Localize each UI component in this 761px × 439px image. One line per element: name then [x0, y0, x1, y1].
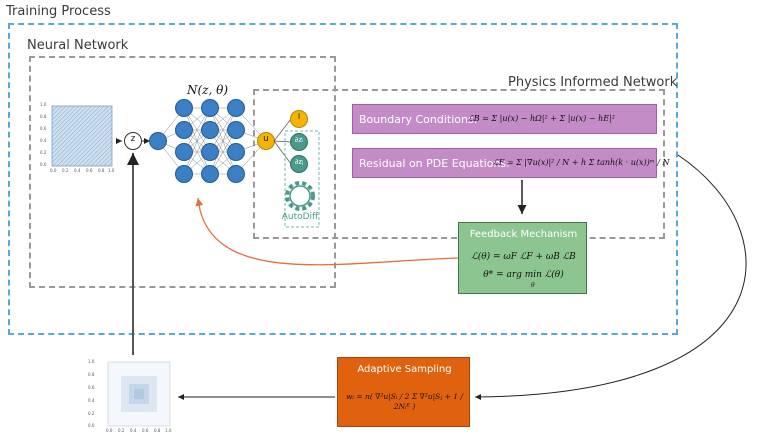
- partial-zi-node: [290, 133, 308, 151]
- tick-label: 0.6: [142, 428, 149, 433]
- network-connections: [157, 107, 267, 175]
- hidden-node: [201, 121, 219, 139]
- sampling-density-plot-svg: [107, 361, 171, 427]
- partial-zj-node: [290, 155, 308, 173]
- tick-label: 0.2: [62, 168, 69, 173]
- feedback-loss-equation: ℒ(θ) = ωF ℒF + ωB ℒB: [471, 252, 576, 262]
- tick-label: 0.6: [86, 168, 93, 173]
- pde-residual-box: Residual on PDE Equations: ℒF = Σ |∇u(x)…: [352, 148, 669, 178]
- tick-label: 0.8: [154, 428, 161, 433]
- input-layer-node: [149, 132, 167, 150]
- feedback-mechanism-box: Feedback Mechanism ℒ(θ) = ωF ℒF + ωB ℒB …: [458, 222, 587, 294]
- gear-icon: [285, 181, 315, 211]
- boundary-conditions-label: Boundary Conditions:: [359, 113, 478, 126]
- tick-label: 0.2: [88, 411, 95, 416]
- pde-residual-equation: ℒF = Σ |∇u(x)|² / N + h Σ tanh(k · u(x))…: [493, 158, 670, 167]
- autodiff-label: AutoDiff: [281, 212, 319, 222]
- tick-label: 0.8: [98, 168, 105, 173]
- boundary-conditions-equation: ℒB = Σ |u(x) − hΩ|² + Σ |u(x) − hE|²: [468, 114, 615, 123]
- tick-label: 0.8: [40, 114, 47, 119]
- u-node-label: u: [263, 134, 269, 144]
- identity-node: [290, 110, 308, 128]
- tick-label: 0.0: [106, 428, 113, 433]
- tick-label: 1.0: [108, 168, 115, 173]
- hidden-node: [227, 165, 245, 183]
- hidden-node: [201, 143, 219, 161]
- sampling-density-plot: 1.0 0.8 0.6 0.4 0.2 0.0 0.0 0.2 0.4 0.6 …: [88, 356, 176, 438]
- tick-label: 0.4: [88, 398, 95, 403]
- feedback-argmin-subscript: θ: [531, 282, 535, 289]
- feedback-argmin-equation: θ* = arg min ℒ(θ): [483, 270, 564, 280]
- hidden-node: [175, 165, 193, 183]
- tick-label: 0.2: [40, 150, 47, 155]
- adaptive-sampling-title: Adaptive Sampling: [357, 364, 452, 375]
- tick-label: 0.6: [88, 385, 95, 390]
- tick-label: 1.0: [165, 428, 172, 433]
- tick-label: 1.0: [40, 102, 47, 107]
- autodiff-box: [284, 130, 320, 228]
- hidden-node: [175, 143, 193, 161]
- boundary-conditions-box: Boundary Conditions: ℒB = Σ |u(x) − hΩ|²…: [352, 104, 657, 134]
- adaptive-sampling-box: Adaptive Sampling wᵢ = n( ∇²u|Sᵢ / 2 Σ ∇…: [337, 357, 470, 427]
- training-process-title: Training Process: [6, 4, 111, 19]
- hidden-node: [227, 121, 245, 139]
- tick-label: 0.4: [130, 428, 137, 433]
- tick-label: 0.4: [40, 138, 47, 143]
- hidden-node: [227, 99, 245, 117]
- tick-label: 0.6: [40, 126, 47, 131]
- tick-label: 0.0: [40, 162, 47, 167]
- feedback-title: Feedback Mechanism: [469, 229, 578, 240]
- partial-zj-label: ∂zⱼ: [294, 158, 304, 166]
- z-node: [124, 132, 142, 150]
- input-domain-plot: 1.0 0.8 0.6 0.4 0.2 0.0 0.0 0.2 0.4 0.6 …: [40, 102, 116, 176]
- feedback-to-network-arrow: [195, 197, 459, 266]
- tick-label: 0.8: [88, 372, 95, 377]
- tick-label: 1.0: [88, 359, 95, 364]
- network-nodes: [149, 99, 245, 183]
- tick-label: 0.4: [74, 168, 81, 173]
- input-plot-yticks: 1.0 0.8 0.6 0.4 0.2 0.0: [40, 102, 51, 170]
- tick-label: 0.0: [50, 168, 57, 173]
- hidden-node: [175, 121, 193, 139]
- neural-network-boundary: [29, 56, 336, 288]
- partial-zi-label: ∂zᵢ: [294, 136, 304, 144]
- sampling-plot-yticks: 1.0 0.8 0.6 0.4 0.2 0.0: [88, 359, 106, 429]
- tick-label: 0.0: [88, 423, 95, 428]
- adaptive-sampling-equation: wᵢ = n( ∇²u|Sᵢ / 2 Σ ∇²u|Sⱼ + 1 / 2Nᵢᴱ ): [346, 392, 463, 411]
- neural-network-title: Neural Network: [27, 38, 129, 53]
- input-domain-plot-svg: [51, 105, 113, 167]
- u-to-derivative-links: [273, 118, 292, 165]
- hidden-node: [175, 99, 193, 117]
- hidden-node: [201, 99, 219, 117]
- identity-node-label: I: [297, 112, 301, 121]
- network-label: N(z, θ): [187, 83, 229, 97]
- sampling-plot-xticks: 0.0 0.2 0.4 0.6 0.8 1.0: [106, 428, 176, 434]
- input-plot-xticks: 0.0 0.2 0.4 0.6 0.8 1.0: [50, 168, 116, 174]
- pde-residual-label: Residual on PDE Equations:: [359, 157, 510, 170]
- z-node-label: z: [130, 134, 136, 144]
- pinn-to-adaptive-arrow: [474, 154, 747, 400]
- hidden-node: [227, 143, 245, 161]
- tick-label: 0.2: [118, 428, 125, 433]
- hidden-node: [201, 165, 219, 183]
- training-process-boundary: [8, 23, 678, 335]
- pinn-title: Physics Informed Network: [508, 75, 678, 90]
